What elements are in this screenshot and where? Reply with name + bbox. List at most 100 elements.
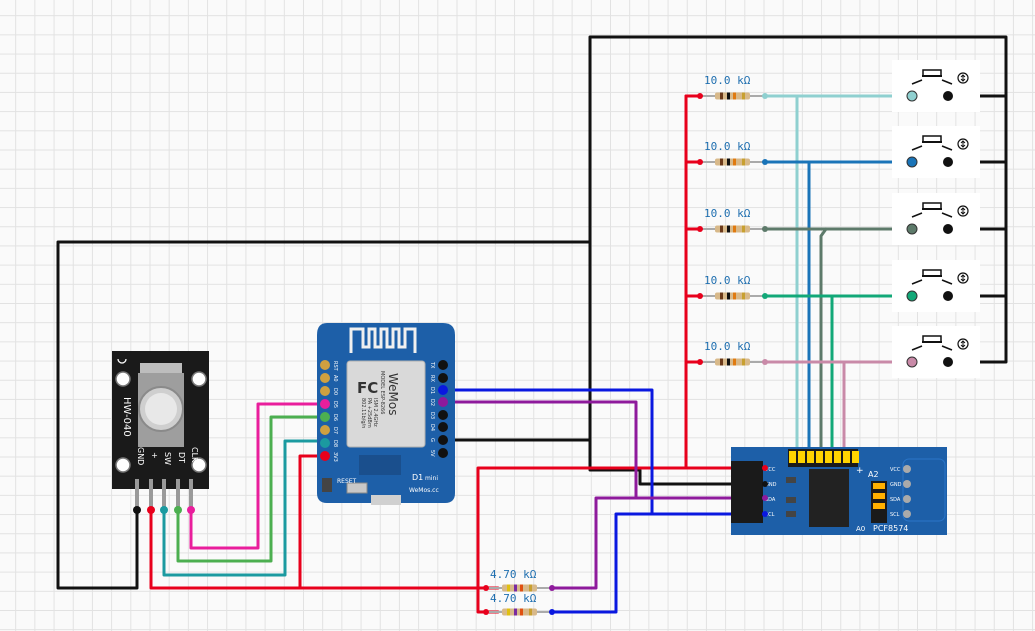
- d1-left-pin-labels: RST A0 D0 D5 D6 D7 D8 3V3: [332, 361, 338, 462]
- svg-text:SCL: SCL: [890, 512, 900, 518]
- rotate-icon: [957, 272, 969, 284]
- wire-scl[interactable]: [441, 388, 767, 516]
- svg-text:D7: D7: [332, 427, 338, 434]
- svg-text:GND: GND: [765, 482, 777, 488]
- svg-text:GND: GND: [890, 482, 902, 488]
- pushbutton-5[interactable]: [892, 326, 980, 378]
- wire-sda-pullup[interactable]: [550, 496, 638, 590]
- reset-label: RESET: [337, 478, 357, 485]
- svg-text:RST: RST: [332, 361, 338, 372]
- wire-btn1[interactable]: [763, 94, 914, 457]
- encoder-pin-gnd: GND: [136, 447, 145, 465]
- svg-text:SCL: SCL: [765, 512, 775, 518]
- svg-text:D6: D6: [332, 414, 338, 421]
- rotate-icon: [957, 338, 969, 350]
- pcf-addr-plus: +: [856, 466, 864, 476]
- pushbutton-2[interactable]: [892, 126, 980, 178]
- board-site: WeMos.cc: [409, 487, 439, 494]
- pushbutton-3[interactable]: [892, 193, 980, 245]
- wire-gnd-top-frame[interactable]: [588, 35, 1008, 244]
- encoder-pin-clk: CLK: [190, 447, 199, 463]
- fcc-logo: FC: [357, 379, 378, 397]
- wire-btn5[interactable]: [763, 360, 914, 457]
- resistor-pullup-scl-label: 4.70 kΩ: [490, 592, 537, 605]
- board-name: D1: [412, 473, 423, 482]
- d1-right-pin-labels: TX RX D1 D2 D3 D4 G 5V: [429, 361, 435, 457]
- rotate-icon: [957, 72, 969, 84]
- module-model: MODEL ESP-8266: [379, 371, 385, 414]
- wire-btn2[interactable]: [763, 160, 914, 457]
- wire-sw[interactable]: [162, 439, 327, 577]
- reset-button[interactable]: [346, 482, 368, 494]
- resistor-pullup-sda[interactable]: 4.70 kΩ: [486, 568, 552, 592]
- resistor-3-label: 10.0 kΩ: [704, 207, 751, 220]
- wire-vcc-3v3[interactable]: [298, 454, 327, 590]
- wire-vcc-main[interactable]: [149, 466, 767, 590]
- svg-text:VCC: VCC: [890, 467, 901, 473]
- wire-btn3[interactable]: [763, 227, 914, 457]
- resistor-5-label: 10.0 kΩ: [704, 340, 751, 353]
- rotate-icon: [957, 205, 969, 217]
- svg-text:D4: D4: [429, 424, 435, 431]
- rotary-encoder[interactable]: HW-040 GND + SW DT CLK: [112, 351, 209, 514]
- resistor-pullup-scl[interactable]: 4.70 kΩ: [486, 592, 552, 616]
- resistor-array: 10.0 kΩ 10.0 kΩ 10.0 kΩ 10.0 kΩ 10.0 kΩ: [486, 74, 765, 616]
- d1-right-header: [438, 360, 448, 458]
- wire-gnd-buttons[interactable]: [946, 94, 1008, 364]
- svg-text:D5: D5: [332, 401, 338, 408]
- encoder-pin-dt: DT: [177, 452, 186, 463]
- wire-sda[interactable]: [441, 400, 767, 500]
- svg-text:A0: A0: [332, 375, 338, 382]
- wires: [56, 35, 1008, 614]
- pushbutton-4[interactable]: [892, 260, 980, 312]
- svg-text:D2: D2: [429, 399, 435, 406]
- pcf8574-module[interactable]: VCC GND SDA SCL + A2 A0 PCF8574 VCC GND …: [731, 447, 947, 535]
- wire-clk[interactable]: [189, 402, 327, 550]
- module-pa: PA +25dBm: [366, 398, 372, 428]
- svg-text:SDA: SDA: [890, 497, 901, 503]
- svg-text:D3: D3: [429, 412, 435, 419]
- module-freq: ISM 2.4GHz: [372, 398, 378, 427]
- resistor-pullup-sda-label: 4.70 kΩ: [490, 568, 537, 581]
- wire-scl-pullup[interactable]: [550, 512, 654, 614]
- encoder-pin-sw: SW: [163, 452, 172, 465]
- svg-text:VCC: VCC: [765, 467, 776, 473]
- resistor-1-label: 10.0 kΩ: [704, 74, 751, 87]
- pushbutton-1[interactable]: [892, 60, 980, 112]
- module-proto: 802.11b/g/n: [360, 398, 366, 428]
- pcf-addr-a0: A0: [856, 525, 865, 533]
- wire-vcc-resistor-rail[interactable]: [684, 94, 767, 470]
- pcf-addr-a2: A2: [868, 470, 879, 479]
- wire-btn4[interactable]: [763, 294, 914, 457]
- reset-switch[interactable]: [322, 478, 332, 492]
- svg-text:RX: RX: [429, 375, 435, 382]
- resistor-1[interactable]: 10.0 kΩ: [700, 74, 765, 100]
- pushbutton-group: [892, 60, 980, 378]
- resistor-5[interactable]: 10.0 kΩ: [700, 340, 765, 366]
- resistor-4-label: 10.0 kΩ: [704, 274, 751, 287]
- resistor-2[interactable]: 10.0 kΩ: [700, 140, 765, 166]
- pcf-left-pin-labels: VCC GND SDA SCL: [765, 467, 777, 518]
- wire-gnd-pcf[interactable]: [441, 438, 767, 486]
- d1-mini-board[interactable]: FC WeMos MODEL ESP-8266 ISM 2.4GHz PA +2…: [317, 323, 455, 505]
- d1-left-header: [320, 360, 330, 461]
- resistor-3[interactable]: 10.0 kΩ: [700, 207, 765, 233]
- pcf-right-pin-labels: VCC GND SDA SCL: [890, 467, 902, 518]
- module-brand: WeMos: [386, 373, 400, 416]
- resistor-2-label: 10.0 kΩ: [704, 140, 751, 153]
- svg-text:D1: D1: [429, 387, 435, 394]
- usb-port: [371, 495, 401, 505]
- svg-text:D8: D8: [332, 440, 338, 447]
- svg-text:TX: TX: [429, 361, 435, 369]
- svg-text:G: G: [429, 438, 435, 442]
- svg-text:5V: 5V: [429, 450, 435, 457]
- encoder-pin-plus: +: [150, 452, 159, 459]
- svg-text:SDA: SDA: [765, 497, 776, 503]
- junction-dots: [483, 93, 768, 615]
- board-sub: mini: [425, 475, 438, 482]
- resistor-4[interactable]: 10.0 kΩ: [700, 274, 765, 300]
- svg-text:D0: D0: [332, 388, 338, 395]
- rotate-icon: [957, 138, 969, 150]
- wire-dt[interactable]: [176, 415, 327, 563]
